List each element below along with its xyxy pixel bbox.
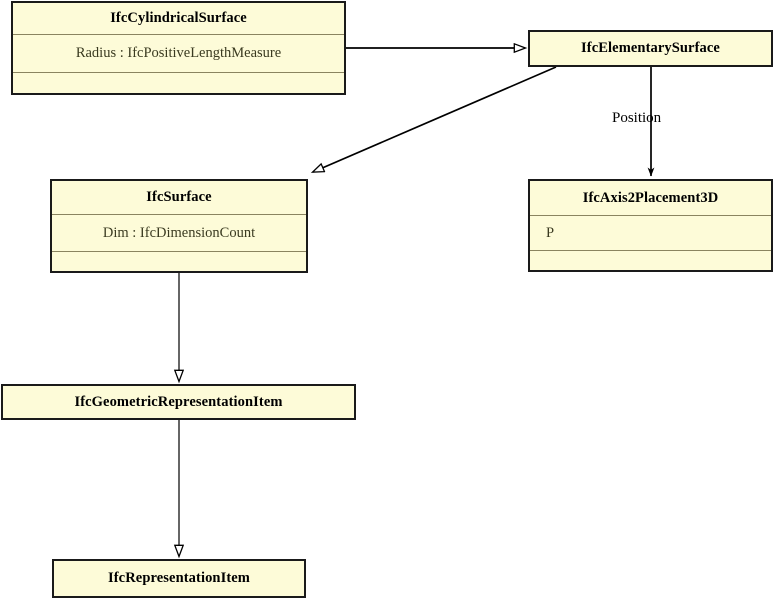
class-name-ifc-geometric-representation-item: IfcGeometricRepresentationItem [3,386,354,418]
class-box-ifc-elementary-surface[interactable]: IfcElementarySurface [528,30,773,67]
class-name-ifc-surface: IfcSurface [52,181,306,215]
class-operations-compartment-empty [530,250,771,270]
class-name-ifc-elementary-surface: IfcElementarySurface [530,32,771,65]
class-box-ifc-surface[interactable]: IfcSurface Dim : IfcDimensionCount [50,179,308,273]
class-box-ifc-geometric-representation-item[interactable]: IfcGeometricRepresentationItem [1,384,356,420]
class-name-ifc-cylindrical-surface: IfcCylindricalSurface [13,3,344,35]
class-operations-compartment-empty [13,72,344,93]
class-operations-compartment-empty [52,251,306,271]
class-box-ifc-representation-item[interactable]: IfcRepresentationItem [52,559,306,598]
relationship-elementary-to-surface [313,66,557,172]
class-attribute-p: P [530,215,771,250]
class-box-ifc-cylindrical-surface[interactable]: IfcCylindricalSurface Radius : IfcPositi… [11,1,346,95]
class-attribute-radius: Radius : IfcPositiveLengthMeasure [13,34,344,73]
class-name-ifc-axis2-placement-3d: IfcAxis2Placement3D [530,181,771,215]
class-attribute-dim: Dim : IfcDimensionCount [52,214,306,251]
class-name-ifc-representation-item: IfcRepresentationItem [54,561,304,596]
class-box-ifc-axis2-placement-3d[interactable]: IfcAxis2Placement3D P [528,179,773,272]
edge-label-position: Position [612,110,662,126]
